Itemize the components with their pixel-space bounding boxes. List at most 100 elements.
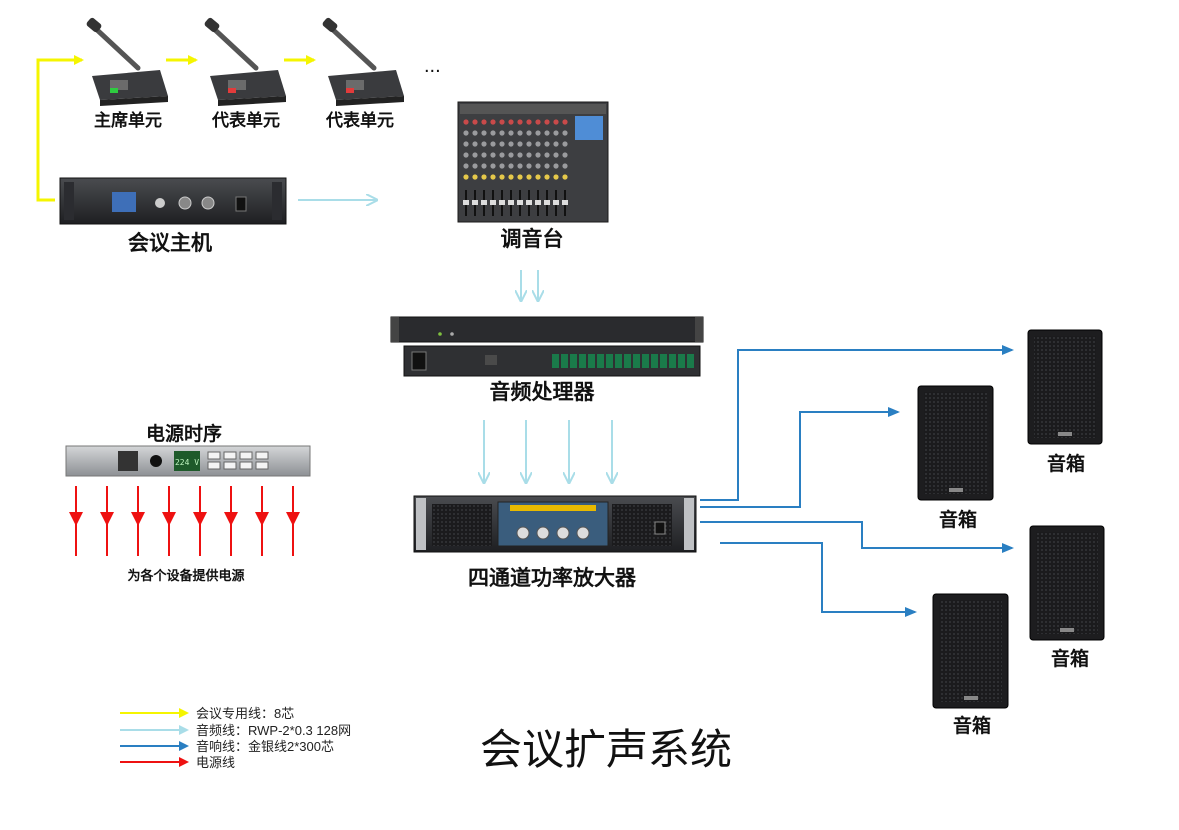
- svg-text:会议专用线：8芯: 会议专用线：8芯: [196, 706, 294, 721]
- mixer-knob: [544, 130, 550, 136]
- chairman-unit-label: 主席单元: [94, 110, 162, 131]
- diagram-title: 会议扩声系统: [480, 725, 732, 774]
- mixer-knob: [553, 119, 559, 125]
- sequencer-switch: [255, 451, 269, 460]
- speaker-4: [932, 593, 1009, 709]
- mixer-knob: [526, 130, 532, 136]
- sequencer-switch: [207, 461, 221, 470]
- mixer-knob: [508, 141, 514, 147]
- mixer-knob: [463, 119, 469, 125]
- speaker-4-label: 音箱: [953, 714, 991, 737]
- mixer-knob: [553, 141, 559, 147]
- audio-line-processor-to-amplifier: [484, 420, 612, 482]
- mixer-knob: [544, 152, 550, 158]
- mixer-knob: [526, 152, 532, 158]
- legend: 会议专用线：8芯 音频线：RWP-2*0.3 128网 音响线：金银线2*300…: [120, 706, 351, 770]
- mixer-knob: [490, 119, 496, 125]
- more-units-ellipsis: ...: [424, 55, 441, 77]
- processor-terminal-block: [552, 354, 559, 368]
- processor-terminal-block: [660, 354, 667, 368]
- sequencer-switch: [207, 451, 221, 460]
- mixer-knob: [562, 119, 568, 125]
- speaker-lines: [700, 345, 1014, 617]
- mixer-knob: [544, 163, 550, 169]
- power-arrow-head: [69, 512, 83, 526]
- processor-terminal-block: [588, 354, 595, 368]
- power-arrow-head: [162, 512, 176, 526]
- speaker-2: [917, 385, 994, 501]
- mixer-channel-strips: [463, 119, 568, 216]
- legend-item-conference-line: 会议专用线：8芯: [120, 706, 294, 721]
- mixer-knob: [562, 163, 568, 169]
- mixer-knob: [499, 141, 505, 147]
- mixer-knob: [508, 130, 514, 136]
- conference-host-label: 会议主机: [128, 230, 212, 255]
- processor-terminal-block: [651, 354, 658, 368]
- mixer: [457, 101, 609, 223]
- mixer-knob: [472, 152, 478, 158]
- speaker-1: [1027, 329, 1103, 445]
- processor-terminal-block: [687, 354, 694, 368]
- mixer-knob: [481, 163, 487, 169]
- sequencer-display: 224 V: [175, 458, 199, 467]
- processor-terminal-block: [606, 354, 613, 368]
- mixer-knob: [562, 141, 568, 147]
- legend-item-audio-line: 音频线：RWP-2*0.3 128网: [120, 723, 351, 738]
- power-sequencer: 224 V: [65, 445, 311, 477]
- mixer-knob: [463, 152, 469, 158]
- processor-terminal-block: [678, 354, 685, 368]
- delegate-unit-2: [322, 17, 404, 106]
- sequencer-switch: [255, 461, 269, 470]
- mixer-knob: [517, 174, 523, 180]
- processor-terminal-block: [642, 354, 649, 368]
- mixer-knob: [508, 174, 514, 180]
- mixer-fader-cap: [535, 200, 541, 205]
- audio-line-mixer-to-processor: [521, 270, 538, 300]
- mixer-knob: [481, 174, 487, 180]
- mixer-knob: [508, 119, 514, 125]
- mixer-knob: [535, 130, 541, 136]
- mixer-knob: [481, 152, 487, 158]
- delegate-unit-2-label: 代表单元: [325, 110, 394, 131]
- mixer-knob: [490, 174, 496, 180]
- processor-terminal-block: [561, 354, 568, 368]
- processor-terminal-block: [597, 354, 604, 368]
- processor-terminal-block: [570, 354, 577, 368]
- mixer-fader-cap: [544, 200, 550, 205]
- power-arrow-head: [131, 512, 145, 526]
- mixer-knob: [499, 119, 505, 125]
- mixer-knob: [463, 141, 469, 147]
- power-arrow-head: [224, 512, 238, 526]
- speaker-3: [1029, 525, 1105, 641]
- mixer-fader-cap: [508, 200, 514, 205]
- sequencer-switch: [223, 451, 237, 460]
- mixer-knob: [499, 174, 505, 180]
- power-arrow-head: [100, 512, 114, 526]
- mixer-knob: [517, 119, 523, 125]
- mixer-knob: [553, 130, 559, 136]
- conference-host: [59, 177, 287, 225]
- conference-line: [36, 55, 316, 202]
- mixer-knob: [535, 141, 541, 147]
- delegate-unit-1: [204, 17, 286, 106]
- mixer-knob: [463, 163, 469, 169]
- mixer-knob: [472, 141, 478, 147]
- power-sequencer-label: 电源时序: [146, 422, 222, 445]
- mixer-knob: [472, 130, 478, 136]
- processor-terminal-block: [624, 354, 631, 368]
- mixer-knob: [472, 163, 478, 169]
- mixer-label: 调音台: [501, 226, 564, 251]
- mixer-knob: [562, 174, 568, 180]
- svg-text:电源线: 电源线: [196, 755, 235, 770]
- mixer-knob: [499, 130, 505, 136]
- mixer-knob: [481, 130, 487, 136]
- sequencer-switches: [207, 451, 269, 470]
- processor-terminal-block: [669, 354, 676, 368]
- svg-text:音响线：金银线2*300芯: 音响线：金银线2*300芯: [196, 739, 334, 754]
- amplifier-label: 四通道功率放大器: [468, 565, 637, 590]
- power-sequencer-note: 为各个设备提供电源: [127, 568, 244, 584]
- power-arrow-head: [193, 512, 207, 526]
- mixer-knob: [490, 130, 496, 136]
- mixer-knob: [517, 141, 523, 147]
- sequencer-switch: [223, 461, 237, 470]
